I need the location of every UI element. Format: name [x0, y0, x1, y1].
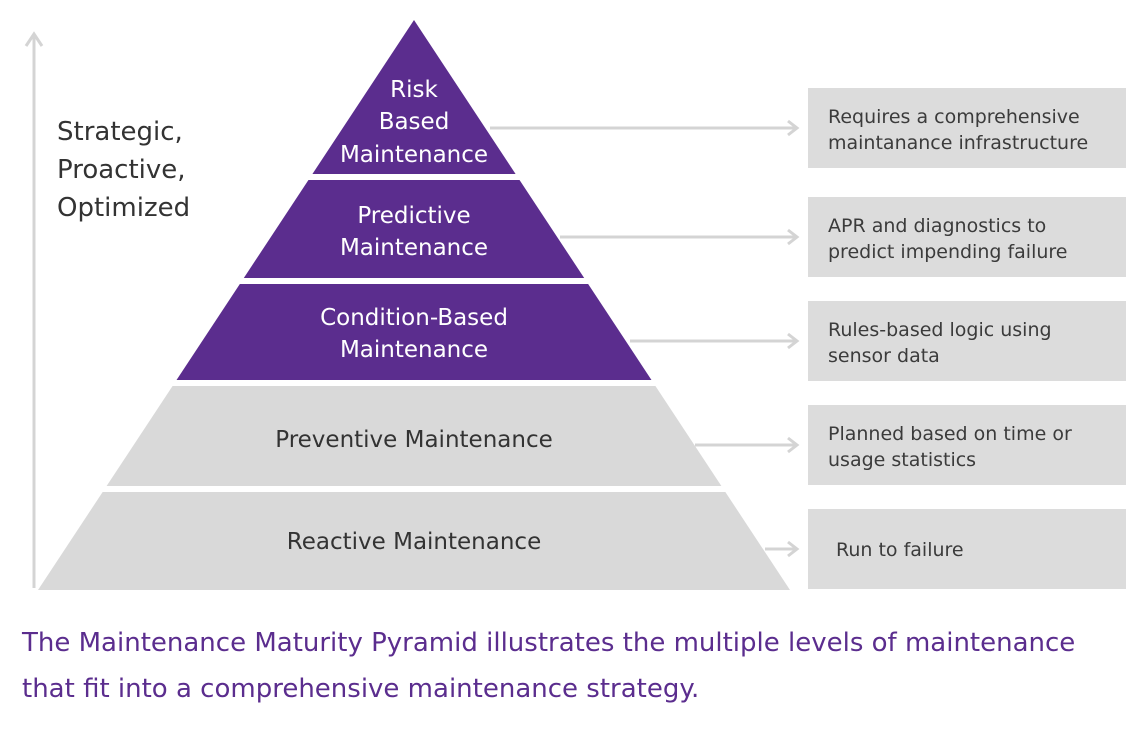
arrow-head-icon: [787, 332, 800, 350]
axis-label-line-1: Strategic,: [57, 117, 183, 147]
tier-label-line: Maintenance: [340, 142, 488, 168]
description-text-3: Rules-based logic using sensor data: [828, 319, 1052, 367]
tier-label-line: Reactive Maintenance: [287, 529, 541, 555]
description-box-4: [808, 405, 1126, 485]
description-line: Planned based on time or: [828, 423, 1072, 445]
description-text-5: Run to failure: [836, 539, 964, 561]
arrow-head-icon: [787, 540, 800, 558]
pyramid-tier-2: [243, 180, 585, 278]
tier-label-5: Reactive Maintenance: [287, 529, 541, 555]
arrow-head-icon: [787, 228, 800, 246]
description-line: sensor data: [828, 345, 940, 367]
description-line: Requires a comprehensive: [828, 106, 1080, 128]
vertical-axis-arrow: [24, 31, 44, 588]
level-descriptions: Requires a comprehensive maintanance infr…: [490, 88, 1126, 589]
tier-label-line: Condition-Based: [320, 305, 508, 331]
description-line: Rules-based logic using: [828, 319, 1052, 341]
description-box-3: [808, 301, 1126, 381]
arrow-head-icon: [787, 436, 800, 454]
pyramid-tier-5: [38, 492, 790, 590]
tier-label-line: Risk: [390, 77, 438, 103]
tier-label-line: Maintenance: [340, 235, 488, 261]
description-line: APR and diagnostics to: [828, 215, 1046, 237]
tier-label-line: Based: [379, 109, 450, 135]
tier-label-line: Preventive Maintenance: [275, 427, 553, 453]
tier-label-line: Maintenance: [340, 337, 488, 363]
axis-label-line-3: Optimized: [57, 193, 190, 223]
description-box-5: [808, 509, 1126, 589]
tier-label-4: Preventive Maintenance: [275, 427, 553, 453]
description-line: predict impending failure: [828, 241, 1068, 263]
description-box-2: [808, 197, 1126, 277]
caption: The Maintenance Maturity Pyramid illustr…: [22, 628, 1076, 704]
description-text-2: APR and diagnostics to predict impending …: [828, 215, 1068, 263]
pyramid-tier-1: [312, 20, 516, 174]
description-text-1: Requires a comprehensive maintanance infr…: [828, 106, 1088, 154]
description-text-4: Planned based on time or usage statistics: [828, 423, 1072, 471]
axis-label-line-2: Proactive,: [57, 155, 186, 185]
axis-label: Strategic, Proactive, Optimized: [57, 117, 194, 223]
description-line: maintanance infrastructure: [828, 132, 1088, 154]
description-line: Run to failure: [836, 539, 964, 561]
tier-label-line: Predictive: [357, 203, 470, 229]
arrow-head-icon: [787, 119, 800, 137]
description-line: usage statistics: [828, 449, 976, 471]
pyramid-tier-4: [106, 386, 722, 486]
pyramid-tier-3: [176, 284, 652, 380]
description-box-1: [808, 88, 1126, 168]
